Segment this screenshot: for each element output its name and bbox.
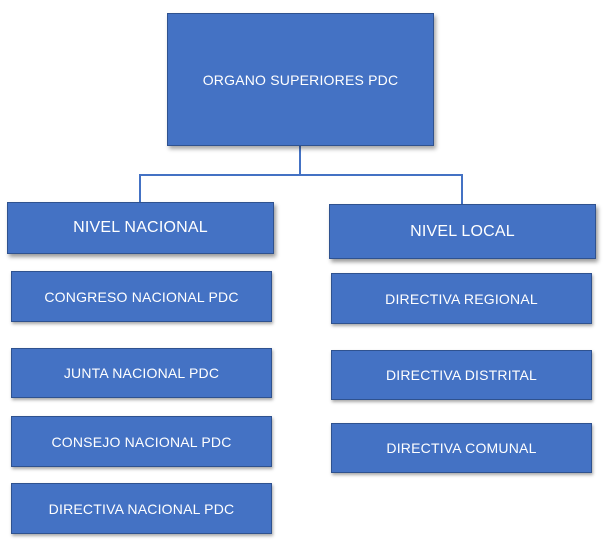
connector-horizontal-bar xyxy=(139,174,463,176)
directiva-nacional-box: DIRECTIVA NACIONAL PDC xyxy=(11,483,272,534)
org-root-label: ORGANO SUPERIORES PDC xyxy=(202,71,399,88)
org-root-box: ORGANO SUPERIORES PDC xyxy=(167,13,434,146)
consejo-nacional-box: CONSEJO NACIONAL PDC xyxy=(11,416,272,467)
congreso-nacional-box: CONGRESO NACIONAL PDC xyxy=(11,271,272,322)
directiva-comunal-box: DIRECTIVA COMUNAL xyxy=(331,423,592,473)
nivel-local-header: NIVEL LOCAL xyxy=(329,204,596,259)
connector-right-drop xyxy=(461,174,463,204)
directiva-distrital-label: DIRECTIVA DISTRITAL xyxy=(385,367,538,383)
nivel-nacional-header: NIVEL NACIONAL xyxy=(7,202,274,254)
nivel-nacional-label: NIVEL NACIONAL xyxy=(73,219,208,236)
directiva-regional-label: DIRECTIVA REGIONAL xyxy=(385,290,538,307)
connector-left-drop xyxy=(139,174,141,202)
connector-root-stem xyxy=(299,146,301,175)
junta-nacional-box: JUNTA NACIONAL PDC xyxy=(11,348,272,398)
directiva-nacional-label: DIRECTIVA NACIONAL PDC xyxy=(48,500,235,517)
directiva-regional-box: DIRECTIVA REGIONAL xyxy=(331,273,592,324)
directiva-comunal-label: DIRECTIVA COMUNAL xyxy=(386,440,537,456)
nivel-local-label: NIVEL LOCAL xyxy=(410,222,515,240)
consejo-nacional-label: CONSEJO NACIONAL PDC xyxy=(51,433,232,450)
junta-nacional-label: JUNTA NACIONAL PDC xyxy=(63,365,220,381)
directiva-distrital-box: DIRECTIVA DISTRITAL xyxy=(331,350,592,400)
congreso-nacional-label: CONGRESO NACIONAL PDC xyxy=(44,288,239,305)
